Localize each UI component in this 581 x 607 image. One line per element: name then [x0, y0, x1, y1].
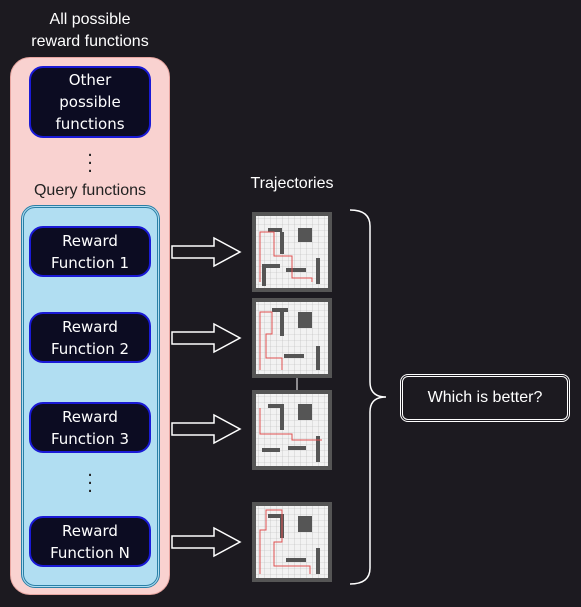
ellipsis-upper: . . .	[87, 139, 93, 177]
reward-function-node-n: Reward Function N	[29, 516, 151, 567]
reward-1-line-2: Function 1	[50, 253, 130, 272]
gridworld-maze-icon	[252, 298, 332, 378]
query-functions-label: Query functions	[33, 182, 147, 199]
gridworld-maze-icon	[252, 212, 332, 292]
hollow-arrow-icon	[171, 413, 242, 445]
hollow-arrow-icon	[171, 526, 242, 558]
gridworld-maze-icon	[252, 390, 332, 470]
all-functions-title: All possible reward functions	[20, 9, 160, 53]
gridworld-maze-icon	[252, 502, 332, 582]
other-line-1: Other	[68, 71, 112, 89]
ellipsis-lower: . . .	[87, 459, 93, 497]
hollow-arrow-icon	[171, 236, 242, 268]
reward-3-line-1: Reward	[62, 407, 118, 426]
title-line-2: reward functions	[31, 33, 149, 50]
reward-function-node-2: Reward Function 2	[29, 312, 151, 363]
other-line-2: possible	[59, 93, 121, 111]
other-line-3: functions	[55, 115, 125, 133]
comparison-question-text: Which is better?	[427, 389, 543, 406]
curly-brace-icon	[349, 209, 387, 585]
reward-2-line-2: Function 2	[50, 339, 130, 358]
comparison-question-node: Which is better?	[400, 374, 570, 422]
reward-2-line-1: Reward	[62, 317, 118, 336]
reward-function-node-1: Reward Function 1	[29, 226, 151, 277]
reward-1-line-1: Reward	[62, 231, 118, 250]
title-line-1: All possible	[49, 11, 131, 28]
trajectories-label: Trajectories	[250, 175, 334, 192]
reward-n-line-2: Function N	[50, 543, 130, 562]
hollow-arrow-icon	[171, 322, 242, 354]
reward-n-line-1: Reward	[62, 521, 118, 540]
reward-function-node-3: Reward Function 3	[29, 402, 151, 453]
other-functions-node: Other possible functions	[29, 66, 151, 138]
reward-3-line-2: Function 3	[50, 429, 130, 448]
